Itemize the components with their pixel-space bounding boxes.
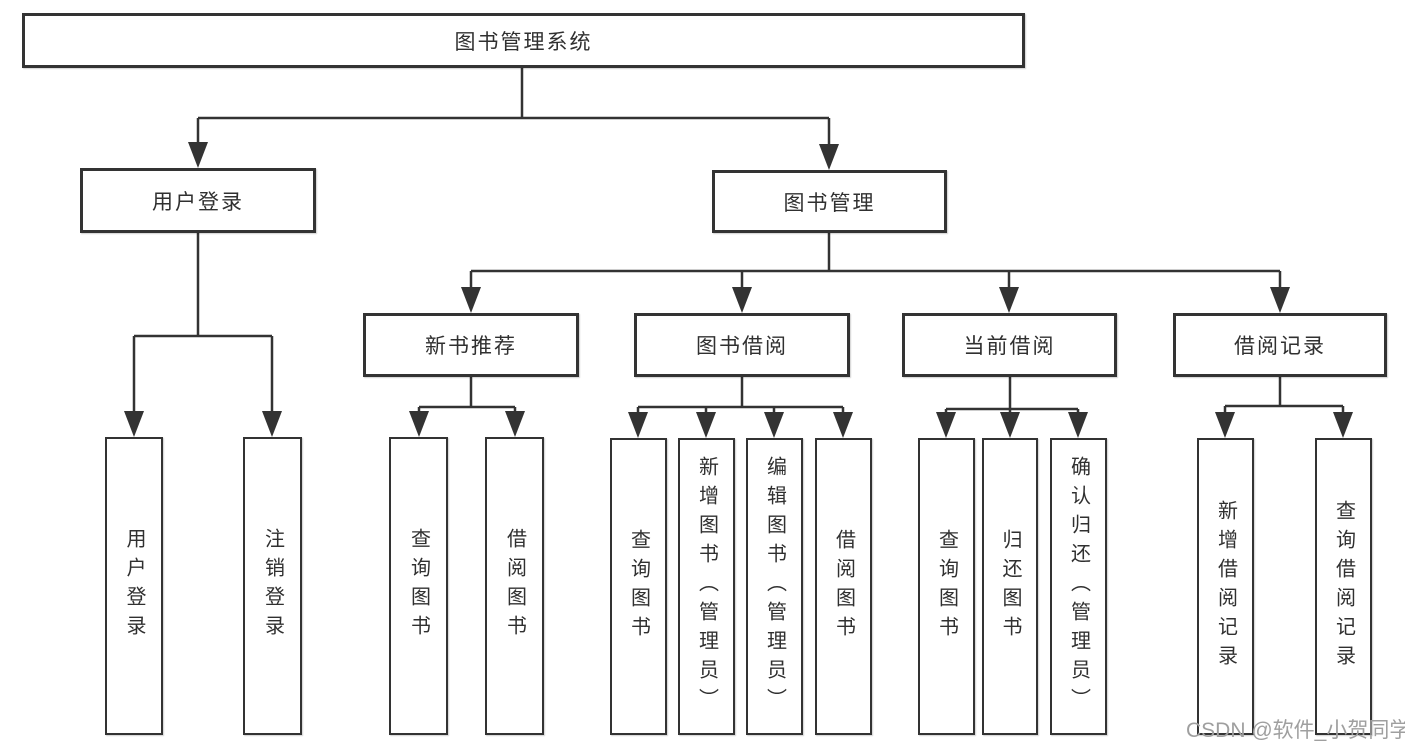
- leaf-query-book-1-label: 查询图书: [407, 528, 430, 644]
- leaf-edit-book: 编辑图书（管理员）: [746, 438, 803, 735]
- leaf-query-book-2-label: 查询图书: [627, 528, 650, 645]
- leaf-return-book-label: 归还图书: [999, 528, 1021, 645]
- node-book-mgmt-label: 图书管理: [783, 191, 876, 215]
- leaf-edit-book-label: 编辑图书（管理员）: [763, 456, 786, 717]
- leaf-user-login: 用户登录: [105, 437, 163, 735]
- leaf-logout-label: 注销登录: [261, 528, 284, 644]
- leaf-query-book-2: 查询图书: [610, 438, 667, 735]
- node-user-login: 用户登录: [80, 168, 316, 233]
- node-borrow-records: 借阅记录: [1173, 313, 1387, 377]
- node-new-book-rec: 新书推荐: [363, 313, 579, 377]
- leaf-add-borrow-record-label: 新增借阅记录: [1214, 499, 1237, 674]
- leaf-borrow-book-1-label: 借阅图书: [503, 528, 526, 644]
- leaf-query-borrow-record: 查询借阅记录: [1315, 438, 1372, 735]
- node-user-login-label: 用户登录: [152, 190, 244, 214]
- watermark: CSDN @软件_小贺同学: [1186, 719, 1405, 742]
- node-book-borrow: 图书借阅: [634, 313, 850, 377]
- leaf-add-book-label: 新增图书（管理员）: [695, 456, 718, 717]
- leaf-confirm-return: 确认归还（管理员）: [1050, 438, 1107, 735]
- leaf-query-book-1: 查询图书: [389, 437, 448, 735]
- leaf-query-borrow-record-label: 查询借阅记录: [1332, 499, 1355, 674]
- leaf-add-book: 新增图书（管理员）: [678, 438, 735, 735]
- node-current-borrow: 当前借阅: [902, 313, 1117, 377]
- node-borrow-records-label: 借阅记录: [1234, 335, 1326, 358]
- leaf-query-book-3: 查询图书: [918, 438, 975, 735]
- leaf-add-borrow-record: 新增借阅记录: [1197, 438, 1254, 735]
- leaf-return-book: 归还图书: [982, 438, 1038, 735]
- leaf-confirm-return-label: 确认归还（管理员）: [1067, 456, 1090, 717]
- leaf-borrow-book-2-label: 借阅图书: [832, 528, 855, 645]
- leaf-user-login-label: 用户登录: [123, 528, 145, 644]
- leaf-logout: 注销登录: [243, 437, 302, 735]
- node-book-borrow-label: 图书借阅: [696, 335, 788, 358]
- leaf-borrow-book-2: 借阅图书: [815, 438, 872, 735]
- node-root-label: 图书管理系统: [454, 30, 593, 54]
- node-root: 图书管理系统: [22, 13, 1025, 68]
- leaf-borrow-book-1: 借阅图书: [485, 437, 544, 735]
- node-book-mgmt: 图书管理: [712, 170, 947, 233]
- node-new-book-rec-label: 新书推荐: [425, 335, 517, 358]
- node-current-borrow-label: 当前借阅: [963, 335, 1056, 358]
- leaf-query-book-3-label: 查询图书: [935, 528, 958, 645]
